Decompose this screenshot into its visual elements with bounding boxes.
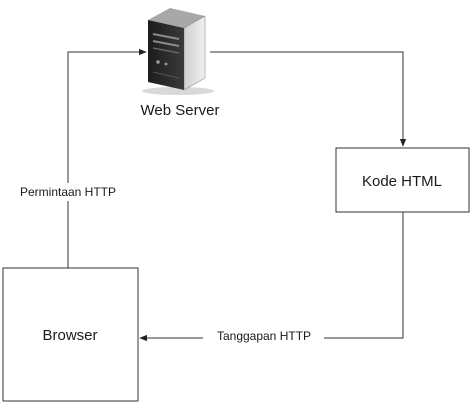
server-icon	[142, 8, 214, 95]
permintaan-http-connector	[67, 48, 147, 268]
web-server-node: Web Server	[141, 8, 220, 119]
edge-tanggapan-http: Tanggapan HTTP	[139, 212, 404, 345]
tanggapan-http-label: Tanggapan HTTP	[217, 329, 311, 343]
edge-server-to-html	[210, 51, 407, 147]
kode-html-node: Kode HTML	[335, 147, 470, 213]
tanggapan-http-connector	[139, 212, 404, 342]
browser-box	[2, 267, 139, 402]
permintaan-http-label-bg	[8, 183, 129, 201]
kode-html-label: Kode HTML	[362, 173, 442, 190]
kode-html-box	[335, 147, 470, 213]
tanggapan-http-label-bg	[203, 327, 324, 345]
browser-node: Browser	[2, 267, 139, 402]
edge-permintaan-http: Permintaan HTTP	[8, 48, 147, 268]
server-to-html-connector	[210, 51, 407, 147]
web-server-label: Web Server	[141, 102, 220, 119]
browser-label: Browser	[42, 327, 97, 344]
permintaan-http-label: Permintaan HTTP	[20, 185, 116, 199]
